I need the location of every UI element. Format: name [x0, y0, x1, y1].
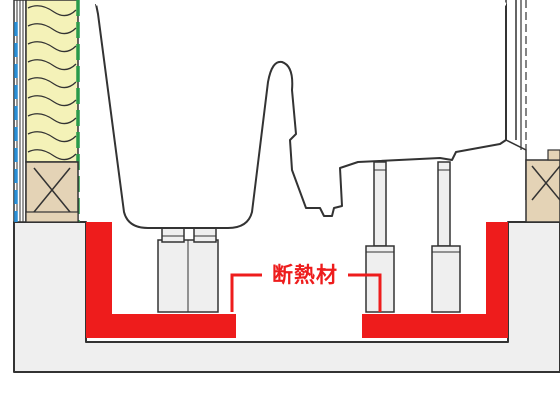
left-support-legs — [157, 227, 219, 313]
bathtub-unit — [95, 2, 507, 229]
left-exterior-wall — [13, 0, 80, 223]
wall-insulation — [25, 0, 79, 163]
foundation-insulation — [86, 222, 508, 338]
insulation-label: 断熱材 — [262, 261, 348, 289]
right-wall — [505, 0, 560, 223]
right-wood-sill — [525, 159, 560, 223]
